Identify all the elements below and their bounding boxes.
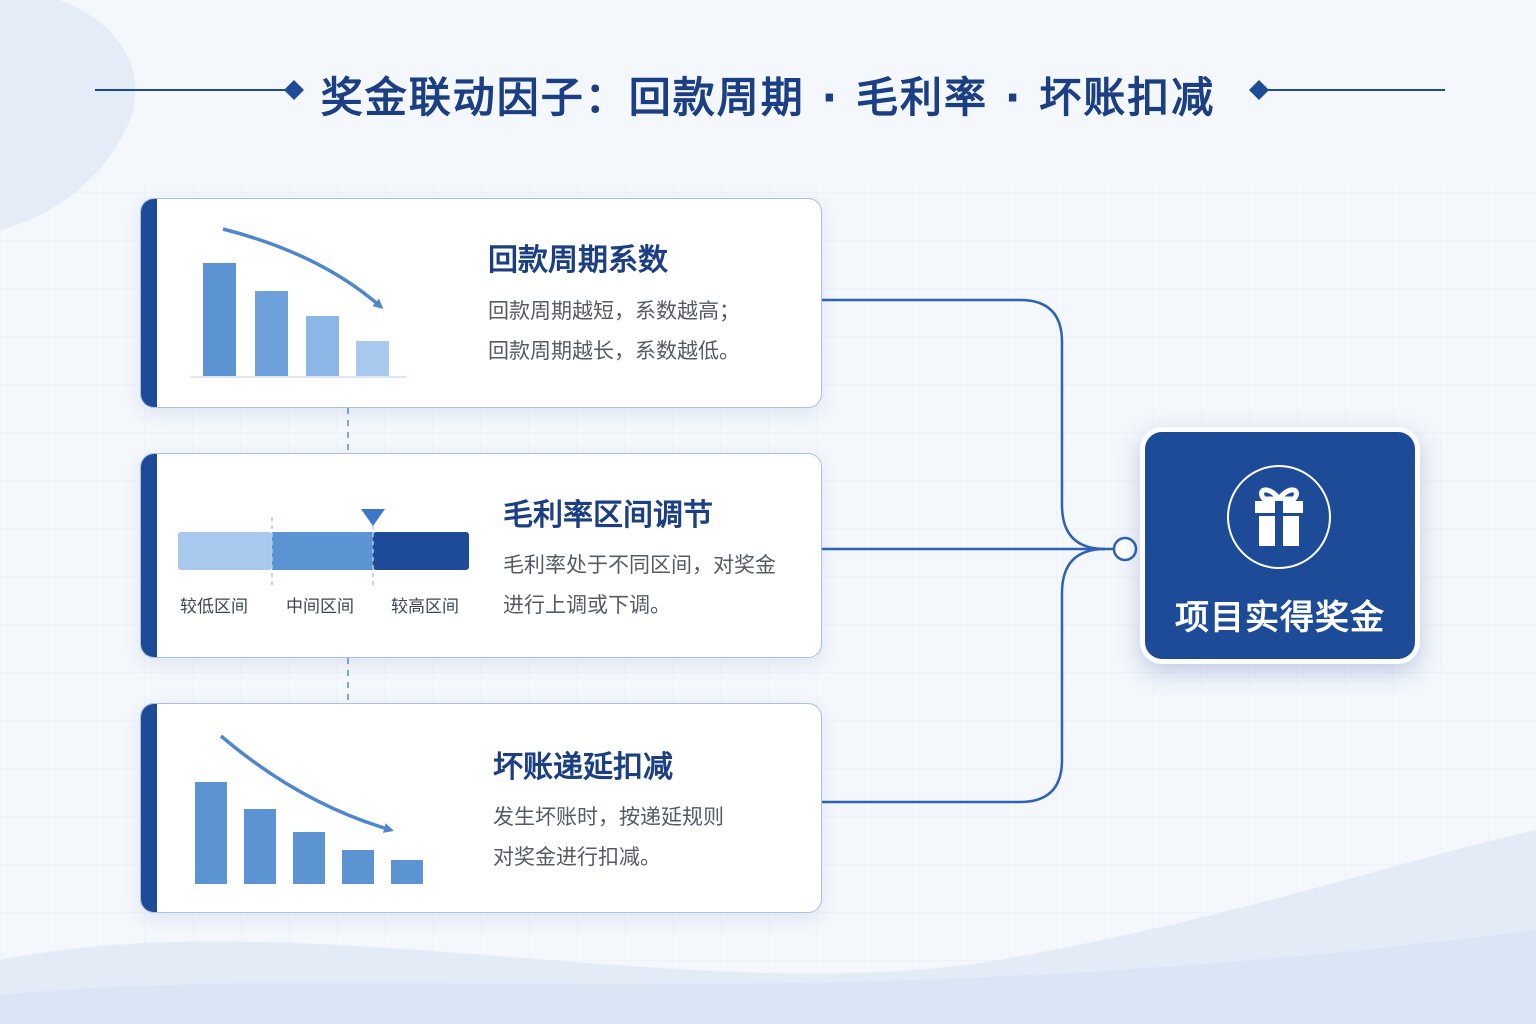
card-accent: [141, 199, 157, 407]
descending-bar-chart-icon: [195, 734, 423, 884]
range-bar-icon: [178, 509, 469, 586]
triangle-down-icon: [361, 509, 385, 526]
description-line: 毛利率处于不同区间，对奖金: [503, 553, 776, 577]
card-description: 回款周期越短，系数越高； 回款周期越长，系数越低。: [488, 291, 740, 371]
title-decoration: [95, 80, 1445, 100]
result-label: 项目实得奖金: [1175, 598, 1385, 638]
card-title: 回款周期系数: [488, 243, 668, 278]
description-line: 对奖金进行扣减。: [493, 845, 661, 869]
card-accent: [141, 454, 157, 657]
gift-icon: [1227, 465, 1331, 569]
header: 奖金联动因子：回款周期 · 毛利率 · 坏账扣减: [0, 52, 1536, 132]
card-accent: [141, 704, 157, 912]
card-description: 毛利率处于不同区间，对奖金 进行上调或下调。: [503, 545, 776, 625]
range-label-low: 较低区间: [180, 597, 248, 617]
descending-bar-chart-icon: [191, 227, 406, 378]
description-line: 回款周期越长，系数越低。: [488, 339, 740, 363]
card-title: 坏账递延扣减: [493, 750, 673, 785]
factor-card-collection-cycle: 回款周期系数 回款周期越短，系数越高； 回款周期越长，系数越低。: [140, 198, 822, 408]
description-line: 进行上调或下调。: [503, 593, 671, 617]
description-line: 发生坏账时，按递延规则: [493, 805, 724, 829]
card-description: 发生坏账时，按递延规则 对奖金进行扣减。: [493, 797, 724, 877]
diamond-icon: [284, 80, 304, 100]
range-label-high: 较高区间: [391, 597, 459, 617]
junction-node: [1112, 536, 1138, 562]
project-bonus-result: 项目实得奖金: [1140, 427, 1420, 664]
card-title: 毛利率区间调节: [503, 498, 713, 533]
factor-card-gross-margin: 较低区间 中间区间 较高区间 毛利率区间调节 毛利率处于不同区间，对奖金 进行上…: [140, 453, 822, 658]
factor-card-bad-debt: 坏账递延扣减 发生坏账时，按递延规则 对奖金进行扣减。: [140, 703, 822, 913]
diamond-icon: [1249, 80, 1269, 100]
page-title: 奖金联动因子：回款周期 · 毛利率 · 坏账扣减: [320, 73, 1216, 122]
description-line: 回款周期越短，系数越高；: [488, 299, 740, 323]
range-label-middle: 中间区间: [286, 597, 354, 617]
